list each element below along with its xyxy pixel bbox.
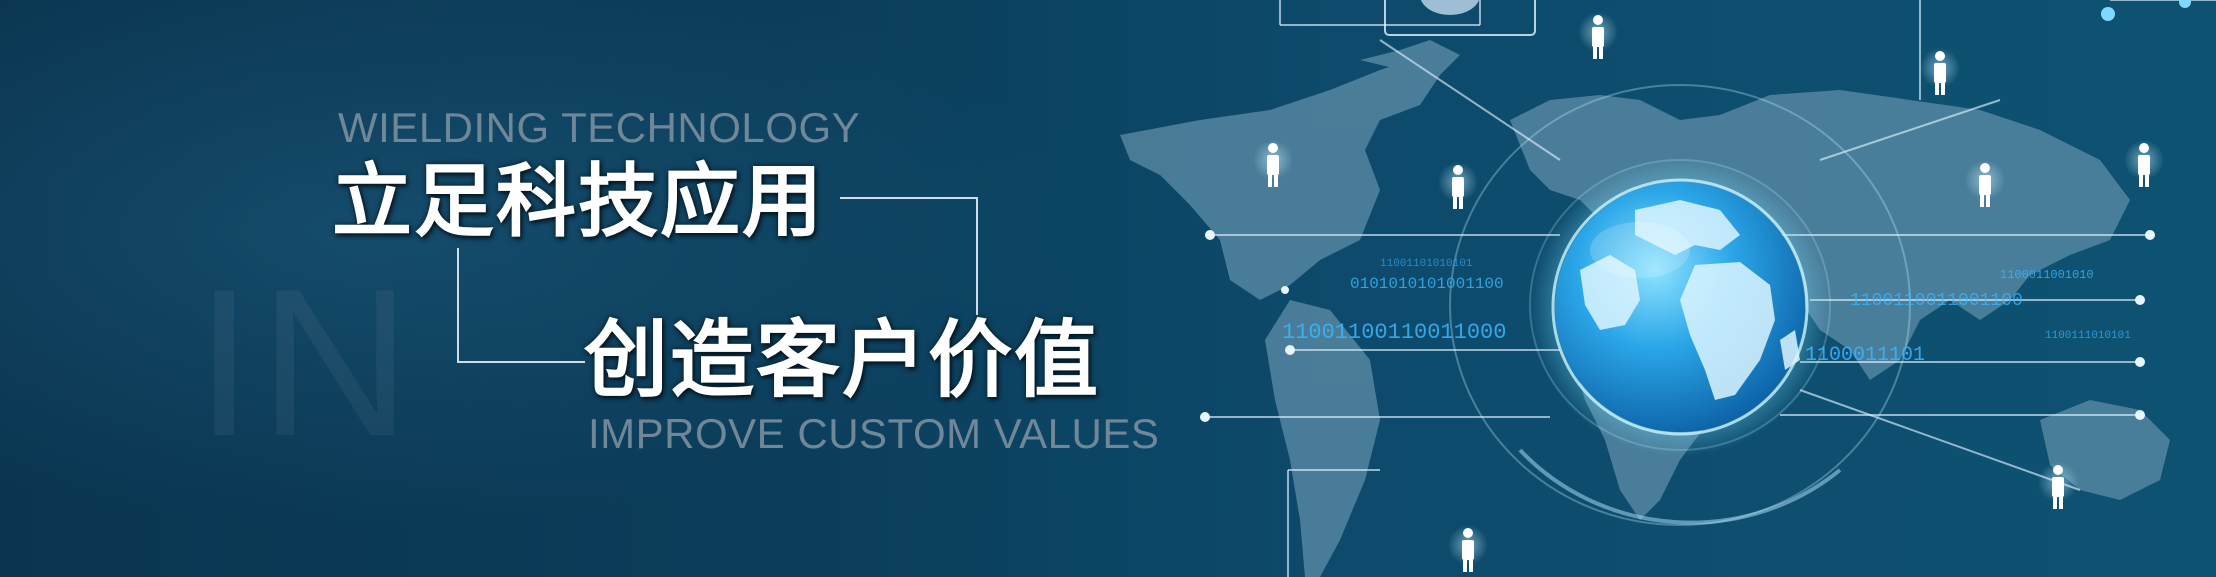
binary-line: 1100011001010 [2000, 268, 2094, 282]
person-icon [2038, 462, 2078, 509]
binary-line: 11001100110011000 [1282, 320, 1506, 345]
subtitle-top: WIELDING TECHNOLOGY [338, 104, 861, 151]
binary-line: 1100111010101 [2045, 330, 2131, 342]
binary-line: 11001101010101 [1380, 258, 1473, 270]
watermark-text: IN [195, 245, 417, 480]
subtitle-bottom: IMPROVE CUSTOM VALUES [588, 410, 1160, 457]
binary-stream: 11001100110011000 0101010101001100 11001… [1282, 258, 2131, 367]
person-icon [1920, 48, 1960, 95]
frame-box [1384, 0, 1536, 36]
connector-line [976, 197, 978, 315]
person-icon [1448, 525, 1488, 572]
globe-icon [1530, 157, 1830, 457]
network-nodes [1200, 0, 2191, 422]
connector-line [457, 248, 459, 363]
connector-line [840, 197, 978, 199]
background-glow [0, 0, 1200, 577]
binary-line: 0101010101001100 [1350, 275, 1504, 293]
binary-line: 1100110011001100 [1850, 291, 2023, 311]
connector-line [457, 361, 585, 363]
person-icon [1578, 12, 1618, 59]
binary-line: 1100011101 [1805, 344, 1925, 367]
person-icon [1253, 140, 1293, 187]
headline-bottom: 创造客户价值 [584, 311, 1101, 409]
headline-top: 立足科技应用 [332, 155, 824, 248]
network-globe-graphic: 11001100110011000 0101010101001100 11001… [1120, 0, 2216, 577]
person-icons [1253, 12, 2164, 572]
network-lines [1205, 0, 2216, 577]
person-icon [2124, 140, 2164, 187]
person-icon [1965, 160, 2005, 207]
person-icon [1438, 162, 1478, 209]
